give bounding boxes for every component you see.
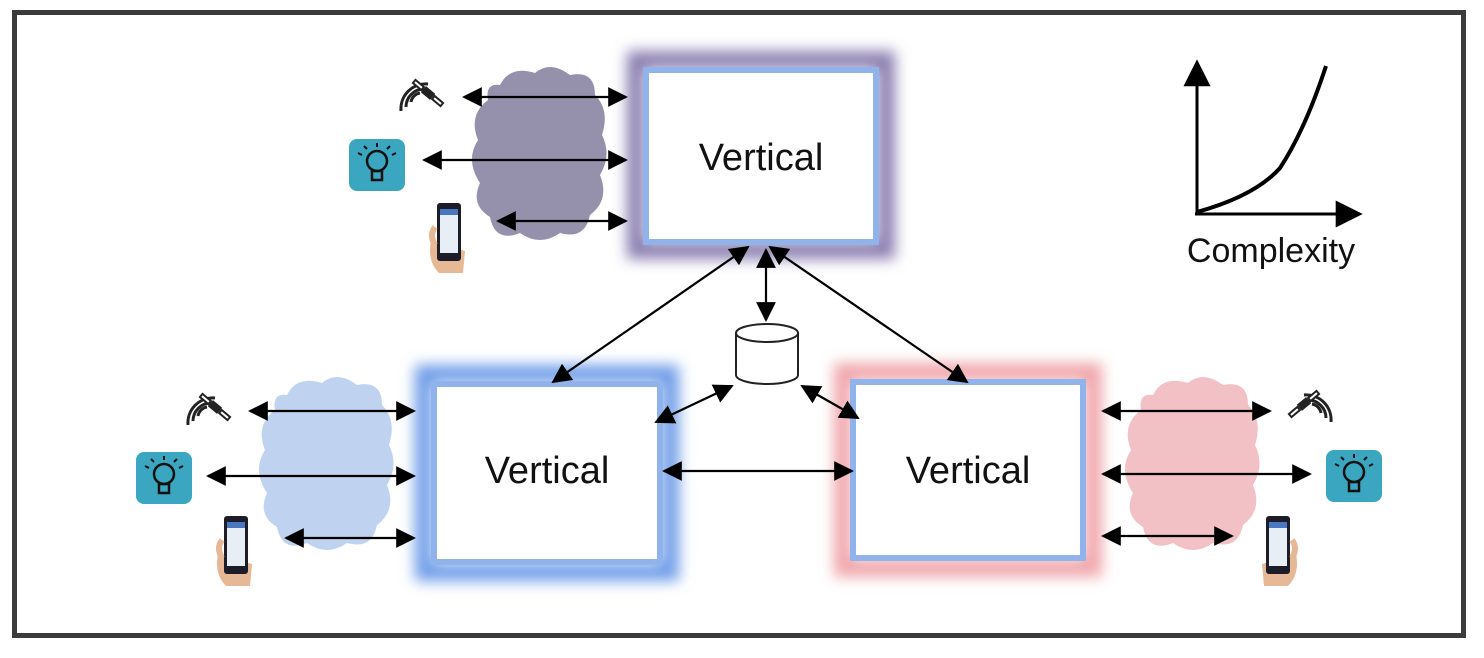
left-vertical-box bbox=[431, 381, 663, 565]
top-right-link bbox=[768, 245, 969, 384]
top-left-link bbox=[551, 245, 750, 384]
left-vertical-label: Vertical bbox=[485, 450, 610, 492]
left-database-link bbox=[654, 384, 734, 424]
top-cloud bbox=[471, 66, 607, 240]
smartphone-icon bbox=[1262, 516, 1297, 586]
satellite-icon bbox=[1286, 387, 1333, 424]
smartphone-icon bbox=[430, 203, 465, 273]
lightbulb-icon bbox=[1324, 448, 1384, 504]
satellite-icon bbox=[186, 390, 233, 427]
lightbulb-icon bbox=[347, 137, 407, 193]
left-cloud bbox=[258, 376, 394, 550]
top-vertical-box bbox=[643, 67, 879, 245]
complexity-label: Complexity bbox=[1187, 232, 1355, 270]
smartphone-icon bbox=[217, 516, 252, 586]
complexity-curve bbox=[1196, 65, 1328, 214]
complexity-chart: Complexity bbox=[1183, 59, 1363, 270]
right-database-link bbox=[800, 385, 860, 419]
lightbulb-icon bbox=[134, 450, 194, 506]
database-icon bbox=[735, 323, 799, 385]
top-vertical-label: Vertical bbox=[699, 137, 824, 179]
right-cloud bbox=[1124, 376, 1260, 550]
satellite-icon bbox=[399, 76, 446, 113]
right-vertical-label: Vertical bbox=[906, 450, 1031, 492]
